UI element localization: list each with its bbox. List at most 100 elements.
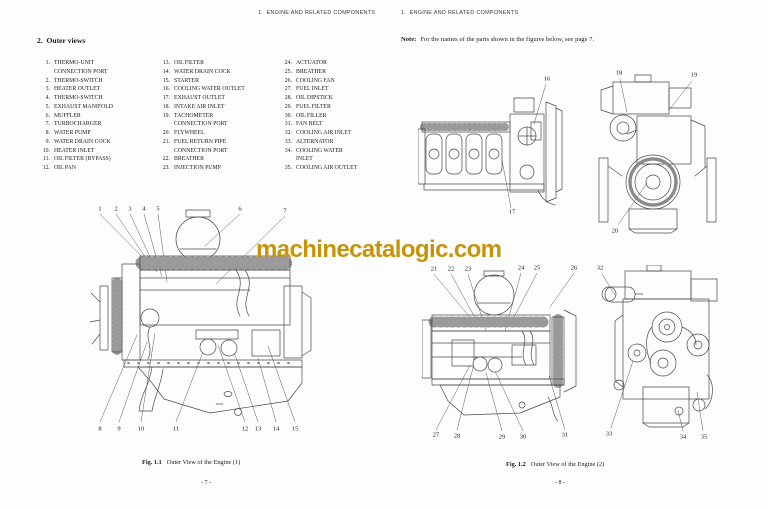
part-name: TURBOCHARGER (54, 121, 102, 128)
parts-list-item: 15.STARTER (157, 77, 245, 86)
callout-16: 16 (543, 75, 551, 83)
part-number: 21. (162, 138, 170, 145)
parts-list-item: 27. FUEL INLET (279, 85, 357, 94)
part-number: 30. (284, 112, 292, 119)
part-name: FLYWHEEL (174, 130, 205, 136)
part-name: INTAKE AIR INLET (174, 103, 225, 110)
part-name: FAN BELT (296, 121, 323, 128)
parts-list-item: 32.COOLING AIR INLET (279, 129, 357, 138)
parts-list-item: 2.THERMO-SWITCH (37, 77, 113, 86)
part-name: COOLING FAN (296, 77, 335, 84)
parts-list-item: 25. BREATHER (279, 68, 357, 77)
parts-list-item: 7. TURBOCHARGER (37, 120, 113, 129)
part-number: 14. (162, 68, 170, 75)
part-number: 1. (45, 60, 50, 66)
part-number: 33. (284, 138, 292, 145)
figure-caption-2: Fig. 1.2 Outer View of the Engine (2) (506, 461, 604, 468)
parts-list-item: 23.INJECTION PUMP (157, 164, 245, 173)
part-number: 18. (162, 103, 170, 110)
parts-list-item: 13. OIL FILTER (157, 59, 245, 68)
engine-diagram-fig12-side1 (418, 84, 563, 219)
part-name: THERMO-SWITCH (54, 95, 103, 101)
part-name: FUEL FILTER (296, 103, 331, 110)
parts-list-item: 16. COOLING WATER OUTLET (157, 85, 245, 94)
part-name: HEATER INLET (54, 147, 95, 154)
part-name: ACTUATOR (296, 60, 327, 66)
parts-list-item: 20. FLYWHEEL (157, 129, 245, 138)
figure-caption-1-label: Fig. 1.1 (142, 459, 162, 466)
parts-list-item: 35.COOLING AIR OUTLET (279, 164, 357, 173)
part-number: 3. (45, 86, 50, 93)
page-number-8: - 8 - (555, 480, 565, 486)
figure-caption-1-text: Outer View of the Engine (1) (166, 459, 241, 466)
part-name: HEATER OUTLET (54, 86, 101, 93)
part-name: BREATHER (174, 156, 204, 163)
parts-list-item: 11. OIL FILTER (BYPASS) (37, 155, 113, 164)
part-name: MUFFLER (54, 112, 81, 119)
part-number: 9. (45, 138, 50, 145)
part-name: OIL FILTER (BYPASS) (54, 156, 111, 163)
part-number: 27. (284, 86, 292, 93)
part-name: BREATHER (296, 68, 326, 75)
part-number: 6. (45, 112, 50, 119)
part-name: STARTER (174, 77, 199, 84)
section-title: 2. Outer views (37, 36, 86, 45)
part-name: WATER DRAIN COCK (54, 138, 111, 145)
engine-diagram-fig12-front (595, 70, 725, 235)
part-name: OIL FILTER (174, 60, 205, 66)
part-name: COOLING WATER OUTLET (174, 86, 245, 93)
part-number: 12. (42, 165, 50, 171)
parts-list-item: 14.WATER DRAIN COCK (157, 68, 245, 77)
figure-caption-2-text: Outer View of the Engine (2) (530, 461, 605, 468)
parts-list-item: 3. HEATER OUTLET (37, 85, 113, 94)
note-label: Note: (401, 36, 417, 43)
running-header-right: 1. ENGINE AND RELATED COMPONENTS (401, 10, 519, 16)
part-number: 19. (162, 112, 170, 119)
page-number-7: - 7 - (201, 480, 211, 486)
parts-list-item: 29. FUEL FILTER (279, 103, 357, 112)
figure-caption-1: Fig. 1.1 Outer View of the Engine (1) (142, 459, 240, 466)
parts-list-item: 24. ACTUATOR (279, 59, 357, 68)
part-number: 11. (42, 156, 50, 163)
part-name: OIL FILLER (296, 112, 327, 119)
parts-list-item: 31.FAN BELT (279, 120, 357, 129)
part-number: 29. (284, 103, 292, 110)
part-number: 17. (162, 95, 170, 101)
parts-list-item: 8.WATER PUMP (37, 129, 113, 138)
parts-list-item: 33.ALTERNATOR (279, 138, 357, 147)
part-number: 20. (162, 130, 170, 136)
part-name: FUEL INLET (296, 86, 329, 93)
part-number: 28. (284, 95, 292, 101)
part-number: 35. (284, 165, 292, 171)
engine-diagram-fig12-side2 (422, 265, 577, 440)
part-number: 13. (162, 60, 170, 66)
parts-list-item: 5.EXHAUST MANIFOLD (37, 103, 113, 112)
parts-list-item: 9. WATER DRAIN COCK (37, 138, 113, 147)
figure-caption-2-label: Fig. 1.2 (506, 461, 526, 468)
parts-list-item: 28.OIL DIPSTICK (279, 94, 357, 103)
parts-list-item: 12.OIL PAN (37, 164, 113, 173)
part-number: 8. (45, 130, 50, 136)
engine-diagram-fig11 (88, 198, 323, 448)
engine-diagram-fig12-rear (595, 265, 730, 440)
part-number: 7. (45, 121, 50, 128)
note-text: For the names of the parts shown in the … (420, 36, 595, 43)
part-number: 16. (162, 86, 170, 93)
parts-list-item: 26.COOLING FAN (279, 77, 357, 86)
part-number: 34. (284, 147, 292, 154)
parts-list-item: 17.EXHAUST OUTLET (157, 94, 245, 103)
part-number: 23. (162, 165, 170, 171)
part-number: 24. (284, 60, 292, 66)
part-number: 25. (284, 68, 292, 75)
part-number: 22. (162, 156, 170, 163)
